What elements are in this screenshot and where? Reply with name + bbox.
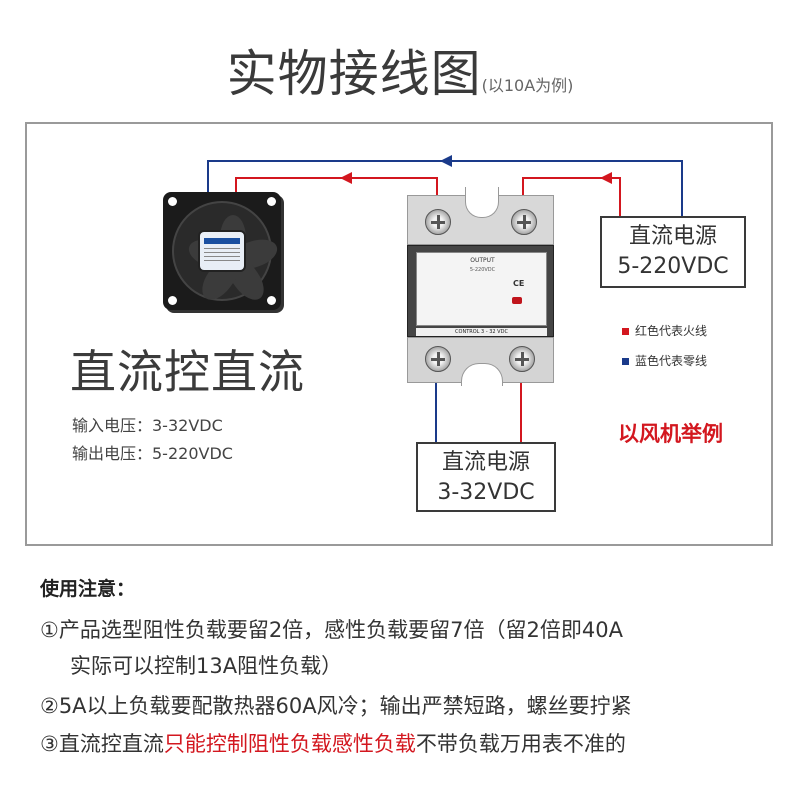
- note-item-1-line-2: 实际可以控制13A阻性负载）: [70, 654, 343, 678]
- ce-mark: CE: [513, 279, 525, 288]
- notes-heading: 使用注意：: [40, 578, 136, 600]
- note-item-3-suffix: 不带负载万用表不准的: [415, 732, 626, 756]
- legend-live-text: 红色代表火线: [635, 324, 708, 338]
- fan-example-note: 以风机举例: [618, 422, 723, 446]
- input-voltage-spec: 输入电压：3-32VDC: [72, 416, 223, 435]
- screw-icon: [511, 209, 537, 235]
- live-wire-output: [522, 177, 621, 218]
- live-wire-fan: [235, 177, 438, 210]
- output-power-name: 直流电源: [628, 224, 717, 249]
- note-item-3-prefix: ③直流控直流: [40, 732, 164, 756]
- page-subtitle: (以10A为例): [481, 76, 574, 95]
- legend-neutral-text: 蓝色代表零线: [635, 354, 708, 368]
- note-item-3-highlight: 只能控制阻性负载感性负载: [163, 732, 416, 756]
- input-power-voltage: 3-32VDC: [437, 480, 535, 505]
- note-item-2: ②5A以上负载要配散热器60A风冷；输出严禁短路，螺丝要拧紧: [40, 694, 632, 718]
- note-item-1-line-1: ①产品选型阻性负载要留2倍，感性负载要留7倍（留2倍即40A: [40, 618, 623, 642]
- output-power-voltage: 5-220VDC: [617, 254, 729, 279]
- relay-output-voltage: 5-220VDC: [469, 267, 496, 273]
- note-item-3: ③直流控直流只能控制阻性负载感性负载不带负载万用表不准的: [40, 728, 626, 758]
- status-led-icon: [512, 297, 522, 304]
- legend-neutral: 蓝色代表零线: [622, 352, 707, 369]
- solid-state-relay: OUTPUT 5-220VDC CE CONTROL 3 - 32 VDC: [407, 187, 554, 386]
- fan-image: [163, 192, 281, 310]
- output-power-box: 直流电源 5-220VDC: [600, 216, 746, 288]
- blue-swatch-icon: [622, 358, 629, 365]
- relay-body: OUTPUT 5-220VDC CE CONTROL 3 - 32 VDC: [407, 245, 554, 337]
- fan-hub-label: [198, 230, 246, 272]
- relay-output-terminals: [407, 195, 554, 245]
- arrow-icon: [440, 155, 452, 167]
- screw-icon: [509, 346, 535, 372]
- screw-icon: [425, 346, 451, 372]
- relay-input-terminals: [407, 337, 554, 383]
- page-title: 实物接线图: [226, 45, 482, 103]
- relay-control-text: CONTROL 3 - 32 VDC: [416, 328, 547, 336]
- relay-output-text: OUTPUT: [470, 257, 495, 264]
- arrow-icon: [600, 172, 612, 184]
- diagram-frame: [25, 122, 773, 546]
- device-type-label: 直流控直流: [70, 345, 305, 399]
- output-voltage-spec: 输出电压：5-220VDC: [72, 444, 233, 463]
- title: 实物接线图(以10A为例): [0, 34, 800, 106]
- usage-notes: 使用注意：: [40, 574, 135, 601]
- input-power-name: 直流电源: [441, 450, 530, 475]
- red-swatch-icon: [622, 328, 629, 335]
- legend-live: 红色代表火线: [622, 322, 707, 339]
- relay-label-plate: OUTPUT 5-220VDC CE: [416, 252, 547, 326]
- input-power-box: 直流电源 3-32VDC: [416, 442, 556, 512]
- screw-icon: [425, 209, 451, 235]
- arrow-icon: [340, 172, 352, 184]
